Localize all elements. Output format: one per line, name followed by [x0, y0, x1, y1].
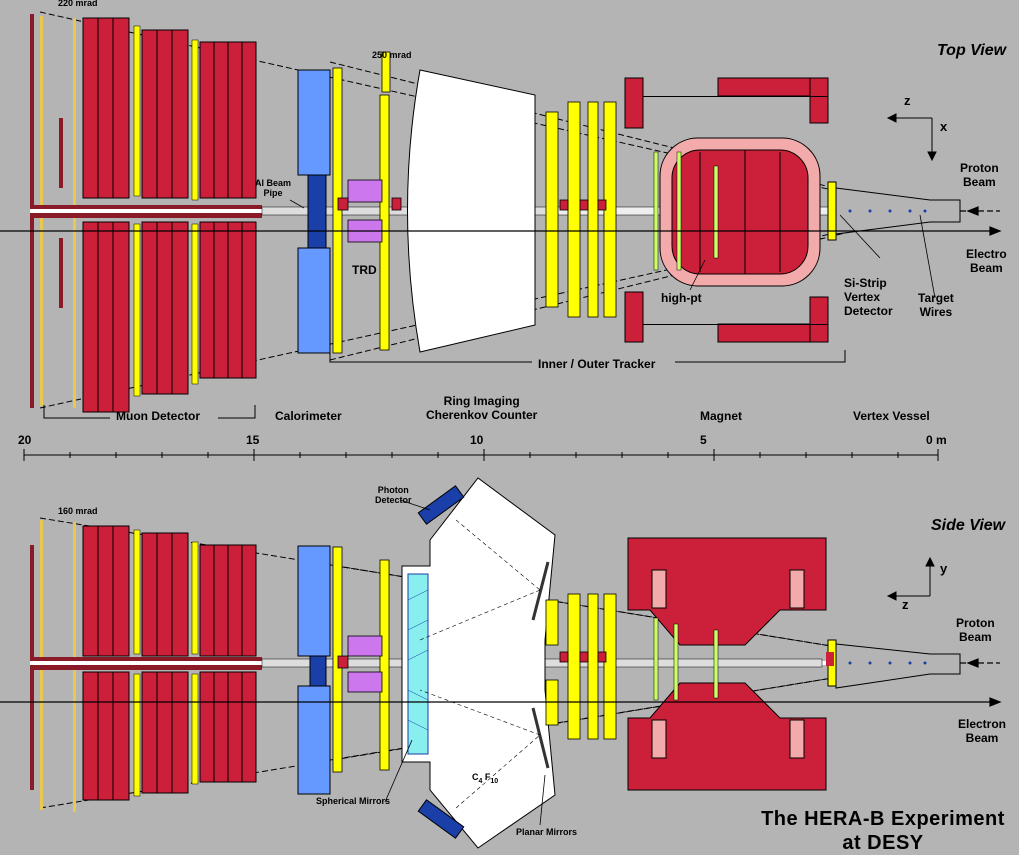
vertex-vessel-top [835, 187, 961, 235]
angle-label-160: 160 mrad [58, 506, 98, 516]
trd-side [332, 546, 390, 773]
si-strip-label: Si-Strip Vertex Detector [844, 276, 893, 318]
muon-yellow-strips-side [133, 529, 199, 797]
proton-beam-label-side: Proton Beam [956, 616, 995, 644]
radiator-f: F [482, 772, 491, 782]
tracker-top [545, 101, 617, 318]
al-beam-pipe-label: Al Beam Pipe [255, 178, 292, 199]
planar-mirror-upper [531, 561, 550, 621]
muon-blocks-side [82, 525, 257, 801]
scale-tick-15: 15 [246, 433, 260, 447]
radiator-gas-label: C4 F10 [472, 772, 498, 786]
proton-beam-label-top: Proton Beam [960, 161, 999, 189]
coord-axes-side [886, 556, 935, 601]
vertex-vessel-label: Vertex Vessel [853, 409, 930, 423]
muon-yellow-strips-top [133, 25, 199, 397]
muon-blocks-top [82, 17, 257, 413]
side-view-drawing [0, 199, 1002, 849]
calorimeter-label: Calorimeter [275, 409, 342, 423]
experiment-title-line2: at DESY [842, 832, 924, 854]
scale-tick-5: 5 [700, 433, 707, 447]
muon-block-divisions-side [97, 526, 243, 800]
planar-mirror-lower [531, 707, 550, 769]
axis-z-side: z [902, 597, 909, 612]
scale-tick-10: 10 [470, 433, 484, 447]
calorimeter-top [297, 69, 331, 354]
top-view-drawing [0, 11, 1002, 419]
leader-lines [289, 199, 936, 826]
axis-y-side: y [940, 561, 948, 576]
angle-label-250: 250 mrad [372, 50, 412, 60]
radiator-sub-4: 4 [478, 777, 483, 785]
experiment-title-line1: The HERA-B Experiment [761, 808, 1005, 830]
coord-axes-top [886, 113, 937, 162]
scale-tick-0: 0 m [926, 433, 947, 447]
scale-bar [23, 449, 939, 461]
brackets-top [43, 350, 846, 419]
target-wires-label: Target Wires [918, 291, 954, 319]
magnet-label: Magnet [700, 409, 742, 423]
inner-outer-tracker-label: Inner / Outer Tracker [538, 357, 656, 371]
beam-lines-side [0, 658, 1002, 707]
axis-x-top: x [940, 119, 948, 134]
rich-vessel-top [407, 69, 536, 353]
high-pt-label: high-pt [661, 291, 702, 305]
mirror-hatch-side [407, 589, 429, 731]
angle-label-220: 220 mrad [58, 0, 98, 8]
scale-tick-20: 20 [18, 433, 32, 447]
tracker-side [545, 593, 617, 740]
radiator-c: C [472, 772, 479, 782]
axis-z-top: z [904, 93, 911, 108]
rich-label: Ring Imaging Cherenkov Counter [426, 394, 538, 422]
light-paths-side [419, 519, 541, 809]
radiator-sub-10: 10 [490, 777, 499, 785]
calorimeter-side [297, 545, 331, 795]
target-wires-top [848, 209, 927, 213]
top-view-title: Top View [937, 42, 1007, 59]
magnet-side [627, 537, 837, 791]
electron-beam-label-top: Electro Beam [966, 247, 1007, 275]
beam-lines-top [0, 206, 1002, 236]
planar-mirrors-label: Planar Mirrors [516, 827, 578, 837]
spherical-mirror-side [407, 573, 429, 755]
photon-detector-label: Photon Detector [375, 485, 412, 506]
target-wires-side [848, 661, 927, 665]
trd-top [332, 51, 402, 354]
electron-beam-label-side: Electron Beam [958, 717, 1007, 745]
trd-label: TRD [352, 263, 377, 277]
photon-detector-lower [417, 799, 465, 839]
magnet-top [624, 77, 837, 343]
vertex-vessel-side [835, 643, 961, 689]
muon-detector-label: Muon Detector [116, 409, 200, 423]
muon-block-divisions-top [97, 18, 243, 412]
photon-detector-upper [417, 485, 465, 525]
side-view-title: Side View [931, 517, 1006, 534]
spherical-mirrors-label: Spherical Mirrors [316, 796, 391, 806]
